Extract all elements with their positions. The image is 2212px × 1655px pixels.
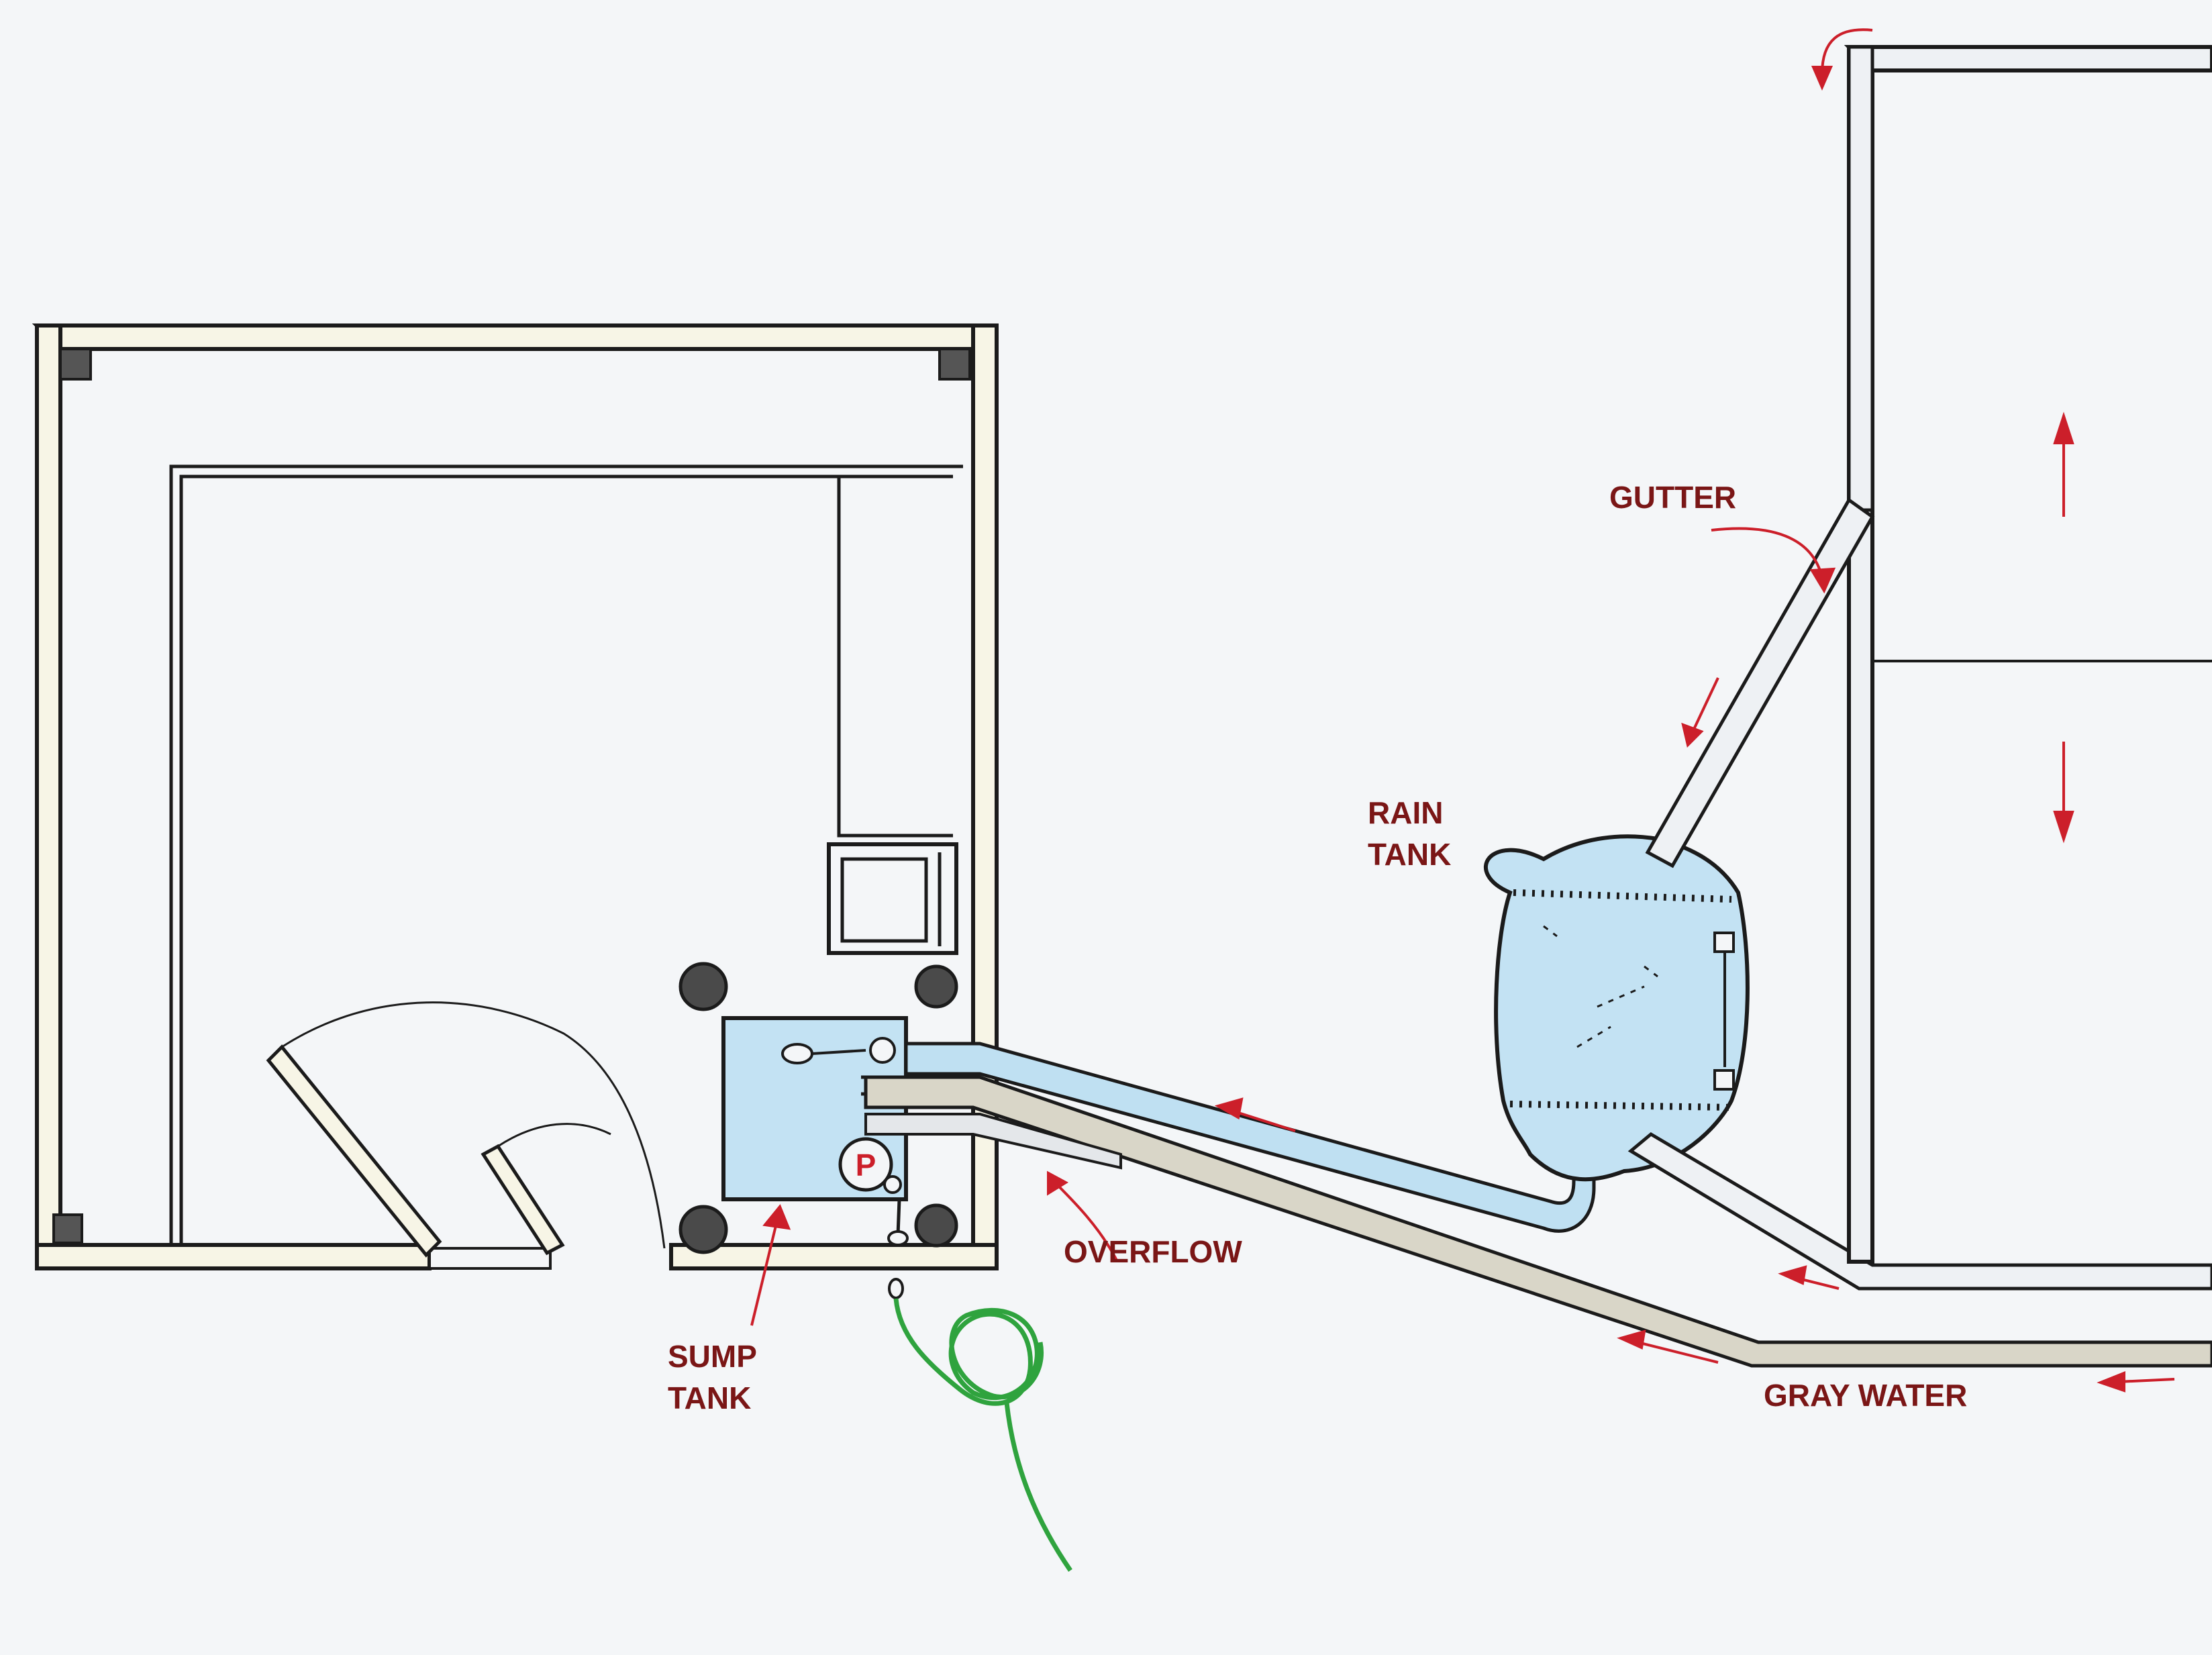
column-4	[914, 1203, 958, 1248]
float-valve	[781, 1043, 813, 1064]
appliance	[827, 842, 958, 955]
door-leaf-left	[266, 1044, 442, 1258]
column-1	[678, 962, 728, 1011]
left-building-left-wall	[35, 323, 62, 1250]
gray-water-pipe	[864, 1075, 2212, 1368]
arrow-sump-label-head	[762, 1204, 791, 1230]
overflow-pipe	[904, 1042, 1596, 1233]
column-3	[678, 1205, 728, 1254]
corner-post-top-left	[59, 348, 92, 381]
column-2	[914, 964, 958, 1009]
arrow-tank-outlet-head	[1778, 1265, 1807, 1285]
garden-hose	[887, 1199, 1072, 1572]
tank-outlet-pipe	[1627, 1132, 2212, 1291]
right-building-top-wall	[1844, 45, 2212, 72]
tank-bracket-1	[1713, 932, 1735, 953]
gray-water-pipe-fill	[864, 1075, 2212, 1368]
arrow-overflow-label-head	[1047, 1170, 1069, 1196]
overflow-pipe-fill	[904, 1042, 1596, 1233]
arrow-gutter-label-head	[1809, 567, 1836, 594]
rain-tank	[1483, 834, 1750, 1182]
rain-tank-body	[1483, 834, 1750, 1182]
round-columns	[678, 962, 958, 1254]
inner-partition-outline-2	[179, 474, 953, 1245]
hose-bib	[887, 1230, 909, 1246]
gray-water-label-text: GRAY WATER	[1764, 1378, 1968, 1413]
cabinet-outline	[837, 477, 953, 838]
flow-arrows	[750, 28, 2175, 1393]
float-arm	[811, 1049, 866, 1055]
arrow-sump-label	[750, 1214, 780, 1326]
door-threshold	[428, 1247, 552, 1270]
left-building-bottom-wall-right	[669, 1243, 999, 1270]
pump-icon	[838, 1137, 893, 1192]
hose-connector	[888, 1278, 904, 1299]
left-building	[32, 323, 999, 1270]
arrow-gutter-inflow-head	[1811, 66, 1833, 91]
gutter-label: GUTTER	[1609, 477, 1736, 518]
arrow-overflow-pipe-head	[1214, 1097, 1244, 1120]
valve-fitting	[869, 1037, 896, 1064]
overflow-label: OVERFLOW	[1064, 1231, 1242, 1272]
interior-partitions	[169, 464, 963, 1245]
arrow-gray-water-1-head	[1617, 1330, 1646, 1350]
door-swing-arc-right	[497, 1123, 611, 1148]
rain-tank-label-line2: TANK	[1368, 837, 1452, 872]
corner-post-top-right	[938, 348, 971, 381]
arrow-downspout-head	[1681, 722, 1704, 748]
sump-tank-label: SUMP TANK	[668, 1336, 757, 1419]
hose-coil	[893, 1298, 1072, 1572]
gray-water-label: GRAY WATER	[1764, 1374, 1967, 1416]
sump-tank	[721, 1016, 908, 1201]
inner-partition-outline	[169, 464, 963, 1245]
door-swing-arc-left	[281, 1001, 666, 1249]
right-building	[1844, 45, 2212, 1264]
sump-tank-label-line2: TANK	[668, 1381, 752, 1415]
sump-tank-label-line1: SUMP	[668, 1339, 757, 1374]
pump-label: P	[856, 1148, 876, 1183]
rain-tank-label-line1: RAIN	[1368, 795, 1444, 830]
overflow-pipe-lower	[864, 1113, 1122, 1170]
left-building-top-wall	[32, 323, 999, 351]
arrow-overflow-label	[1052, 1180, 1119, 1262]
hose-bib-pipe	[896, 1199, 901, 1236]
rain-tank-label: RAIN TANK	[1368, 792, 1451, 875]
gutter-downspout	[1645, 497, 1875, 868]
pump-outlet	[883, 1175, 902, 1194]
corner-post-bottom-left	[52, 1213, 83, 1244]
gutter-top-run	[1847, 45, 1874, 512]
doors	[266, 1001, 666, 1258]
appliance-window	[840, 857, 928, 943]
arrow-gray-water-2-head	[2097, 1371, 2125, 1393]
left-building-bottom-wall-left	[35, 1243, 432, 1270]
gutter-label-text: GUTTER	[1609, 480, 1737, 515]
arrow-gutter-label	[1711, 527, 1823, 578]
gutter	[1645, 45, 1875, 868]
arrow-downspout	[1690, 677, 1719, 736]
door-leaf-right	[481, 1144, 565, 1256]
arrow-room-down-head	[2053, 811, 2074, 844]
overflow-label-text: OVERFLOW	[1064, 1234, 1242, 1269]
tank-bracket-2	[1713, 1069, 1735, 1091]
arrow-gutter-inflow	[1821, 28, 1873, 74]
corner-posts	[52, 348, 971, 1244]
arrow-room-up-head	[2053, 411, 2074, 444]
